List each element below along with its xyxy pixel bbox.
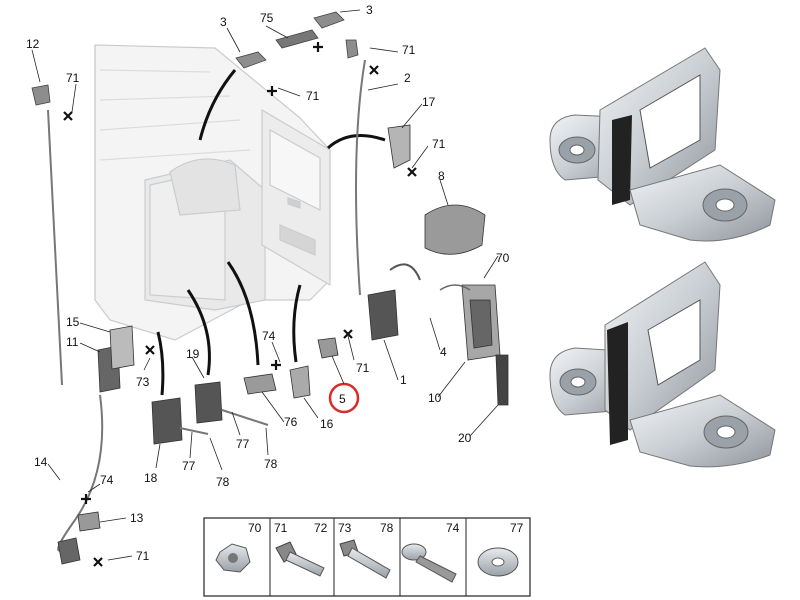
table-header-74: 74 xyxy=(446,521,460,535)
shoulder-bolt-icon xyxy=(339,539,391,579)
callout-75: 75 xyxy=(260,11,274,25)
flange-bolt-icon xyxy=(275,541,325,577)
screw-icon xyxy=(401,543,457,583)
nut-icon xyxy=(215,543,251,573)
callout-17: 17 xyxy=(422,95,436,109)
callout-76: 76 xyxy=(284,415,298,429)
striker-plate-photo-top xyxy=(549,47,776,242)
washer-icon xyxy=(477,547,519,577)
callout-71-c: 71 xyxy=(306,89,320,103)
callout-77-b: 77 xyxy=(236,437,250,451)
table-header-78: 78 xyxy=(380,521,394,535)
callout-18: 18 xyxy=(144,471,158,485)
callout-15: 15 xyxy=(66,315,80,329)
callout-3-b: 3 xyxy=(366,3,373,17)
striker-plate-photo-bottom xyxy=(549,261,776,468)
callout-70: 70 xyxy=(496,251,510,265)
callout-11: 11 xyxy=(66,335,79,349)
callout-78-b: 78 xyxy=(264,457,278,471)
callout-14: 14 xyxy=(34,455,48,469)
callout-71-d: 71 xyxy=(432,137,446,151)
callout-71-f: 71 xyxy=(136,549,150,563)
callout-13: 13 xyxy=(130,511,144,525)
callout-4: 4 xyxy=(440,345,447,359)
callout-74-b: 74 xyxy=(100,473,114,487)
callout-10: 10 xyxy=(428,391,442,405)
fastener-markers xyxy=(63,42,417,567)
callout-5: 5 xyxy=(339,392,346,406)
callout-3-a: 3 xyxy=(220,15,227,29)
callout-73: 73 xyxy=(136,375,150,389)
part-lock-assembly xyxy=(367,124,509,406)
table-header-73: 73 xyxy=(338,521,352,535)
table-header-71: 71 xyxy=(274,521,288,535)
callout-12: 12 xyxy=(26,37,40,51)
table-header-77: 77 xyxy=(510,521,524,535)
callout-19: 19 xyxy=(186,347,200,361)
cable-lines xyxy=(47,59,386,552)
leader-lines xyxy=(31,9,499,561)
part-strikers-and-stops xyxy=(57,325,339,565)
callout-2: 2 xyxy=(404,71,411,85)
callout-8: 8 xyxy=(438,169,445,183)
table-header-70: 70 xyxy=(248,521,262,535)
callout-labels: 12 71 3 75 3 71 71 2 17 71 8 70 1 4 10 2… xyxy=(26,3,510,563)
callout-78-a: 78 xyxy=(216,475,230,489)
callout-71-a: 71 xyxy=(66,71,80,85)
callout-71-e: 71 xyxy=(356,361,370,375)
callout-74-a: 74 xyxy=(262,329,276,343)
table-header-72: 72 xyxy=(314,521,328,535)
callout-20: 20 xyxy=(458,431,472,445)
callout-1: 1 xyxy=(400,373,407,387)
callout-16: 16 xyxy=(320,417,334,431)
callout-77-a: 77 xyxy=(182,459,196,473)
callout-71-b: 71 xyxy=(402,43,416,57)
part-hinges-top xyxy=(31,11,359,106)
fastener-table: 70 71 72 73 78 74 77 xyxy=(203,517,531,597)
van-body xyxy=(94,44,331,341)
